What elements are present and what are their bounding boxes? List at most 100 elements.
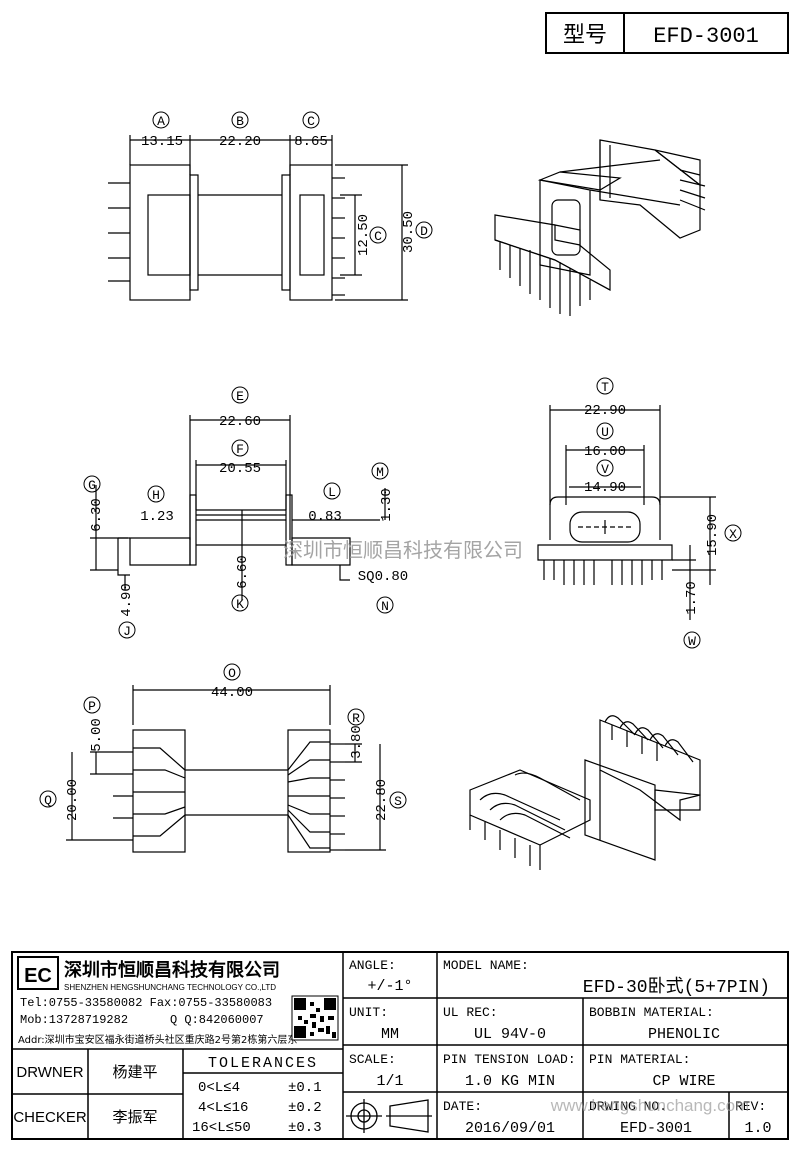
label-d: D <box>420 224 428 239</box>
unit-label: UNIT: <box>349 1005 388 1020</box>
top-view-labels: A B C C D 13.15 22.20 8.65 12.50 30.50 <box>141 111 433 256</box>
dim-6-60: 6.60 <box>235 555 251 589</box>
watermark-center: 深圳市恒顺昌科技有限公司 <box>283 538 523 562</box>
dim-15-90: 15.90 <box>705 514 721 556</box>
label-n: N <box>381 599 389 614</box>
tol-value-2: ±0.2 <box>288 1100 322 1116</box>
projection-symbol-icon <box>346 1099 432 1133</box>
company-mob: Mob:13728719282 <box>20 1013 128 1027</box>
date-value: 2016/09/01 <box>465 1120 555 1137</box>
isometric-view-top <box>494 139 706 316</box>
dim-20-00: 20.00 <box>65 779 81 821</box>
company-logo: EC <box>17 956 59 990</box>
label-x: X <box>729 527 737 542</box>
drawing-no-value: EFD-3001 <box>620 1120 692 1137</box>
end-view <box>537 405 716 620</box>
bobbin-label: BOBBIN MATERIAL: <box>589 1005 714 1020</box>
model-label: MODEL NAME: <box>443 958 529 973</box>
isometric-view-bottom <box>469 715 701 870</box>
dim-22-20: 22.20 <box>219 134 261 150</box>
dim-22-80: 22.80 <box>374 779 390 821</box>
company-tel: Tel:0755-33580082 Fax:0755-33580083 <box>20 996 272 1010</box>
label-c-side: C <box>374 229 382 244</box>
dim-14-90: 14.90 <box>584 480 626 496</box>
dim-1-70: 1.70 <box>684 581 700 615</box>
label-h: H <box>152 488 160 503</box>
pin-material-label: PIN MATERIAL: <box>589 1052 690 1067</box>
label-f: F <box>236 442 244 457</box>
part-number: EFD-3001 <box>653 24 759 49</box>
label-o: O <box>228 666 236 681</box>
dim-6-30: 6.30 <box>89 498 105 532</box>
label-j: J <box>123 624 131 639</box>
side-view <box>90 415 386 600</box>
tolerances-title: TOLERANCES <box>208 1055 318 1072</box>
tol-range-3: 16<L≤50 <box>192 1120 251 1136</box>
dim-8-65: 8.65 <box>294 134 328 150</box>
pin-material-value: CP WIRE <box>652 1073 715 1090</box>
label-e: E <box>236 389 244 404</box>
part-header: 型号 EFD-3001 <box>545 12 789 54</box>
dim-5-00: 5.00 <box>89 718 105 752</box>
date-label: DATE: <box>443 1099 482 1114</box>
checker-name: 李振军 <box>112 1108 157 1126</box>
dim-16-00: 16.00 <box>584 444 626 460</box>
label-l: L <box>328 485 336 500</box>
tension-label: PIN TENSION LOAD: <box>443 1052 576 1067</box>
tol-range-2: 4<L≤16 <box>198 1100 248 1116</box>
dim-1-30: 1.30 <box>379 488 395 522</box>
dim-44-00: 44.00 <box>211 685 253 701</box>
drawer-label: DRWNER <box>16 1064 83 1081</box>
angle-value: +/-1° <box>367 978 412 995</box>
label-u: U <box>601 425 609 440</box>
dim-1-23: 1.23 <box>140 509 174 525</box>
bottom-view-labels: O 44.00 P 5.00 Q 20.00 R 3.80 S 22.80 <box>39 663 407 821</box>
dim-13-15: 13.15 <box>141 134 183 150</box>
company-name-en: SHENZHEN HENGSHUNCHANG TECHNOLOGY CO.,LT… <box>64 983 276 992</box>
company-addr: Addr:深圳市宝安区福永街道桥头社区重庆路2号第2栋第六层东 <box>18 1033 297 1046</box>
dim-30-50: 30.50 <box>401 211 417 253</box>
dim-sq0-80: SQ0.80 <box>358 569 408 585</box>
label-t: T <box>601 380 609 395</box>
ulrec-value: UL 94V-0 <box>474 1026 546 1043</box>
end-view-labels: T 22.90 U 16.00 V 14.90 15.90 X 1.70 W <box>584 377 742 649</box>
side-view-labels: E 22.60 F 20.55 G 6.30 H 1.23 L 0.83 M 1… <box>83 386 408 639</box>
label-q: Q <box>44 793 52 808</box>
label-p: P <box>88 699 96 714</box>
tension-value: 1.0 KG MIN <box>465 1073 555 1090</box>
title-block <box>11 951 789 1140</box>
ulrec-label: UL REC: <box>443 1005 498 1020</box>
dim-4-90: 4.90 <box>119 583 135 617</box>
svg-text:EC: EC <box>24 965 52 987</box>
label-k: K <box>236 597 244 612</box>
checker-label: CHECKER <box>13 1109 87 1126</box>
dim-12-50: 12.50 <box>356 214 372 256</box>
rev-value: 1.0 <box>744 1120 771 1137</box>
scale-label: SCALE: <box>349 1052 396 1067</box>
type-label: 型号 <box>563 23 607 48</box>
company-name-cn: 深圳市恒顺昌科技有限公司 <box>64 959 280 981</box>
unit-value: MM <box>381 1026 399 1043</box>
tol-range-1: 0<L≤4 <box>198 1080 240 1096</box>
bottom-view <box>66 685 386 853</box>
dim-3-80: 3.80 <box>349 725 365 759</box>
tol-value-3: ±0.3 <box>288 1120 322 1136</box>
label-r: R <box>352 711 360 726</box>
company-qq: Q Q:842060007 <box>170 1013 264 1027</box>
label-b: B <box>236 114 244 129</box>
label-s: S <box>394 794 402 809</box>
watermark-url: www.hengshunchang.com <box>550 1096 749 1115</box>
scale-value: 1/1 <box>376 1073 403 1090</box>
drawing-no-label: DRWING NO. <box>589 1099 667 1114</box>
qr-code-icon <box>291 995 339 1041</box>
top-view <box>108 135 408 301</box>
label-a: A <box>157 114 165 129</box>
label-m: M <box>376 465 384 480</box>
bobbin-value: PHENOLIC <box>648 1026 720 1043</box>
label-g: G <box>88 478 96 493</box>
drawer-name: 杨建平 <box>112 1063 157 1081</box>
dim-0-83: 0.83 <box>308 509 342 525</box>
label-c: C <box>307 114 315 129</box>
dim-20-55: 20.55 <box>219 461 261 477</box>
